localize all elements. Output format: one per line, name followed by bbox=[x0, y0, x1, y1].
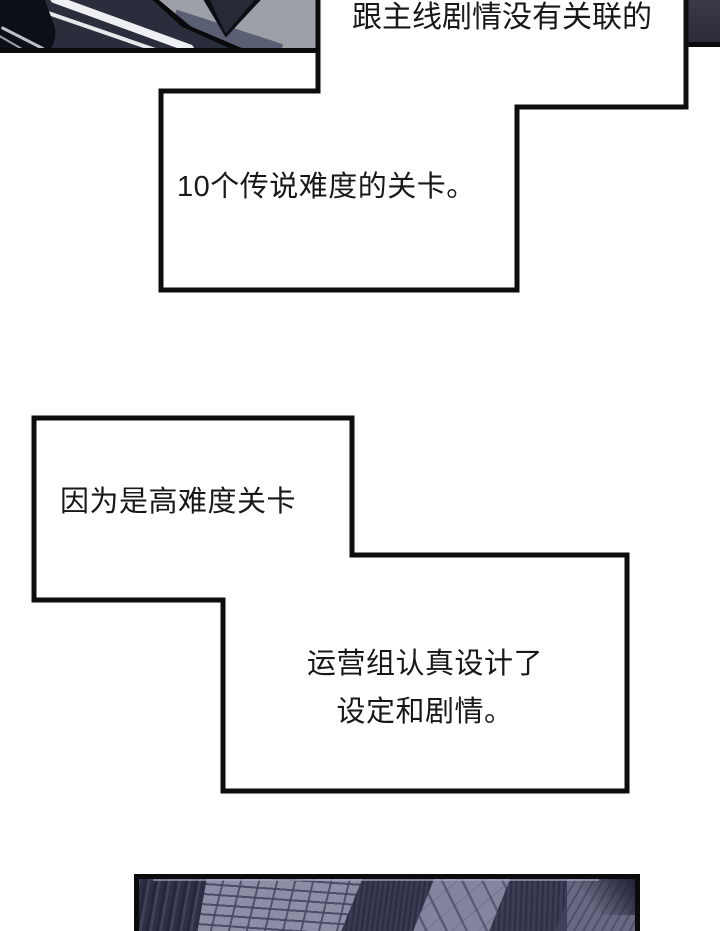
speech-text-4-line2: 设定和剧情。 bbox=[336, 696, 514, 728]
speech-text-4-line1: 运营组认真设计了 bbox=[306, 648, 543, 680]
bottom-artwork-panel bbox=[134, 874, 640, 931]
corner-shadow bbox=[563, 879, 635, 915]
speech-text-2: 10个传说难度的关卡。 bbox=[177, 171, 476, 203]
top-artwork-panel bbox=[0, 0, 318, 53]
speech-text-4: 运营组认真设计了 设定和剧情。 bbox=[223, 640, 627, 736]
top-artwork-panel-sliver bbox=[687, 0, 720, 47]
panel-top-highlight bbox=[153, 879, 599, 881]
speech-text-1: 跟主线剧情没有关联的 bbox=[352, 1, 652, 34]
speech-text-3: 因为是高难度关卡 bbox=[60, 486, 297, 518]
